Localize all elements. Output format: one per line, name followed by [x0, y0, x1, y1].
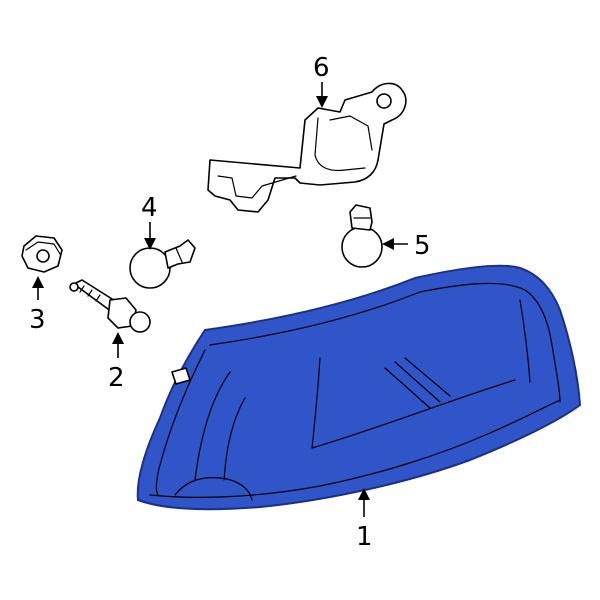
lamp-glint-1 [384, 367, 431, 409]
lamp-reflector [194, 371, 231, 481]
bracket-body [207, 82, 407, 213]
callout-2: 2 [108, 363, 125, 393]
lamp-lens-outline [209, 282, 561, 403]
callout-arrows [32, 82, 408, 517]
bulb-a[interactable] [129, 239, 196, 289]
lamp-reflector-2 [223, 397, 246, 481]
callout-6: 6 [313, 53, 330, 83]
bulb-a-ridge [175, 247, 183, 263]
callout-1: 1 [356, 522, 373, 552]
bracket-detail-1 [314, 117, 366, 172]
bracket-detail-2 [329, 115, 373, 151]
callout-numbers: 1 2 3 4 5 6 [29, 53, 431, 552]
lamp-divider-3 [519, 299, 531, 383]
lamp-mount-tab [171, 367, 191, 385]
bracket-detail-3 [217, 175, 297, 199]
mounting-bracket[interactable] [207, 82, 407, 213]
lamp-divider-2 [311, 379, 516, 449]
lamp-glint-3 [404, 357, 451, 397]
lamp-housing [136, 264, 582, 511]
callout-4: 4 [141, 193, 158, 223]
bulb-a-globe [129, 247, 171, 289]
nut-top-face [25, 241, 61, 255]
bulb-socket[interactable] [69, 279, 151, 333]
socket-tip [69, 282, 79, 292]
socket-head [129, 311, 151, 333]
lamp-divider-1 [311, 357, 321, 449]
nut[interactable] [21, 235, 63, 273]
bulb-b-globe [341, 226, 383, 268]
lamp-inner-edge [155, 349, 206, 496]
socket-thread [79, 285, 101, 302]
lamp-lens-lower [149, 399, 561, 498]
bulb-a-base [164, 239, 196, 269]
callout-5: 5 [414, 231, 431, 261]
lamp-assembly[interactable] [136, 264, 582, 511]
bulb-b[interactable] [341, 204, 383, 268]
nut-hole [36, 249, 50, 263]
lamp-base-bulge [174, 477, 253, 501]
bracket-hole [376, 93, 392, 109]
callout-3: 3 [29, 305, 46, 335]
lamp-glint-2 [394, 361, 441, 403]
